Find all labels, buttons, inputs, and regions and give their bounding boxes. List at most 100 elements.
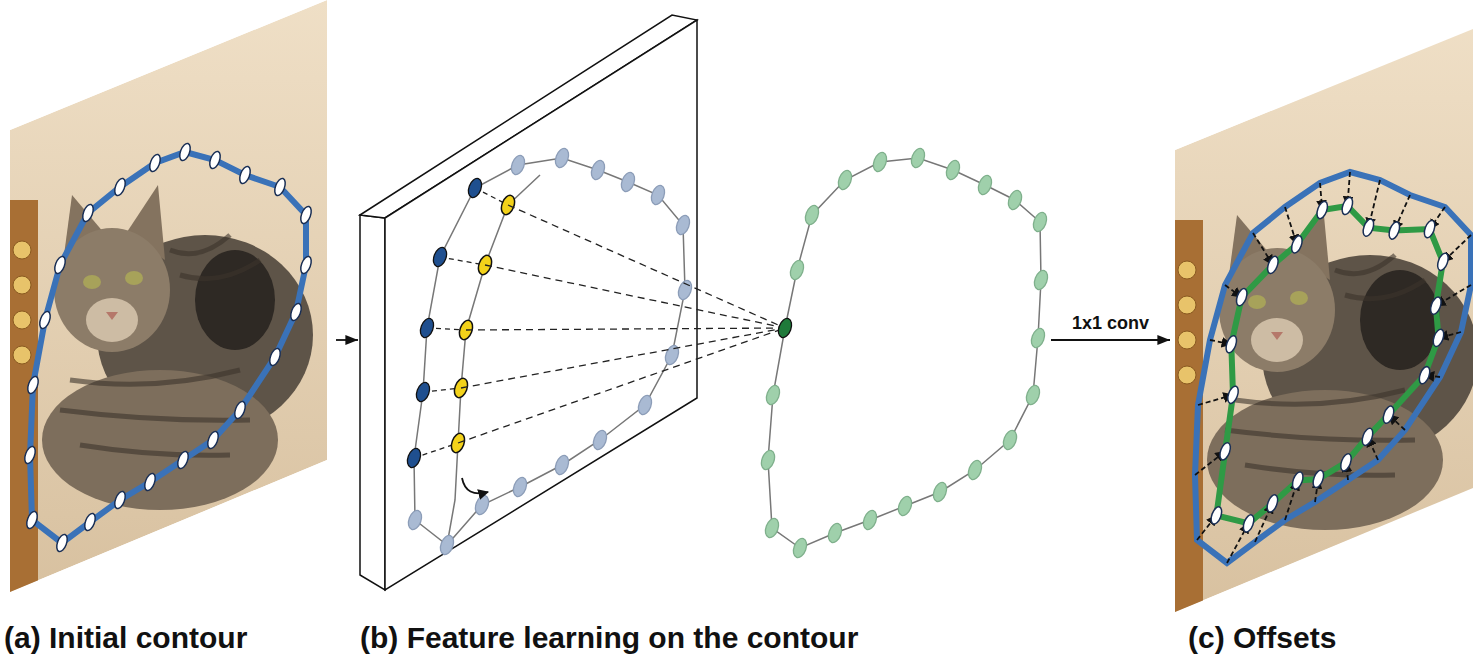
cat-legs <box>1207 390 1443 530</box>
panel-caption: (a) Initial contour <box>4 621 334 656</box>
contour-vertex <box>1290 471 1305 491</box>
cat-eye <box>1290 291 1308 305</box>
slide-arrow <box>462 478 488 493</box>
cat-stripe <box>70 370 240 384</box>
contour-point <box>663 344 681 367</box>
tuning-peg <box>13 311 31 329</box>
tuning-peg <box>1178 296 1196 314</box>
contour-point <box>466 177 484 200</box>
deformed-contour <box>1216 206 1443 523</box>
panel-caption: (c) Offsets <box>1188 621 1473 656</box>
feature-point <box>764 384 782 407</box>
contour-vertex <box>143 472 158 492</box>
contour-vertex <box>1417 365 1432 385</box>
kernel-line <box>508 205 785 328</box>
feature-point <box>826 522 844 545</box>
feature-point <box>944 159 962 182</box>
feature-map <box>360 15 697 590</box>
contour-vertex <box>1360 427 1375 447</box>
feature-point <box>1006 189 1024 212</box>
contour-point <box>553 454 571 477</box>
feature-point <box>909 147 927 170</box>
contour-vertex <box>1422 219 1437 239</box>
contour-vertex <box>1431 328 1446 348</box>
contour-vertex <box>1209 505 1224 525</box>
contour-vertex <box>1234 287 1249 307</box>
cat-shadow <box>1360 270 1440 370</box>
feature-point <box>966 459 984 482</box>
contour-point <box>591 429 609 452</box>
contour-vertex <box>38 310 53 330</box>
feature-point <box>788 259 806 282</box>
contour-vertex <box>1266 255 1281 275</box>
contour-point <box>509 154 527 177</box>
feature-point <box>1032 269 1050 292</box>
contour-vertex <box>1311 469 1326 489</box>
cat-stripe <box>1225 430 1415 440</box>
cat-stripe <box>1335 255 1395 274</box>
contour-vertex <box>206 430 221 450</box>
contour-vertex <box>113 490 128 510</box>
contour-point <box>676 279 694 302</box>
contour-point <box>636 394 654 417</box>
cat-stripe <box>180 260 260 279</box>
feature-point <box>1001 429 1019 452</box>
initial-contour <box>30 152 306 543</box>
panel-a-photo <box>0 0 327 600</box>
kernel-line <box>461 328 785 388</box>
contour-vertex <box>299 255 314 275</box>
feature-point <box>776 317 794 340</box>
contour-vertex <box>81 203 96 223</box>
photo-background <box>1175 20 1473 612</box>
edge-label: 1x1 conv <box>1069 313 1152 334</box>
cat-muzzle <box>86 298 138 342</box>
tuning-peg <box>13 346 31 364</box>
cat-stripe <box>1345 280 1425 299</box>
panel-c-photo <box>1165 20 1473 620</box>
contour-vertex <box>273 177 288 197</box>
feature-point <box>1024 384 1042 407</box>
tuning-peg <box>1178 331 1196 349</box>
contour-vertex <box>1241 513 1256 533</box>
contour-vertex <box>208 150 223 170</box>
tuning-peg <box>13 276 31 294</box>
contour-point <box>619 171 637 194</box>
contour-point <box>406 509 424 532</box>
contour-vertex <box>178 142 193 162</box>
cat-stripe <box>60 410 250 420</box>
contour-vertex <box>1436 252 1451 272</box>
initial-contour <box>1195 172 1471 563</box>
contour-vertex <box>289 302 304 322</box>
contour-vertex <box>148 153 163 173</box>
feature-point <box>759 449 777 472</box>
contour-point <box>418 317 436 340</box>
feature-point <box>1031 211 1049 234</box>
contour-vertex <box>1265 493 1280 513</box>
tuning-peg <box>1178 366 1196 384</box>
cat-stripe <box>170 235 230 254</box>
contour-vertex <box>1339 452 1354 472</box>
contour-point <box>589 159 607 182</box>
cat-eye <box>83 275 101 289</box>
contour-vertex <box>1429 296 1444 316</box>
cat-nose <box>106 312 118 320</box>
feature-point <box>976 174 994 197</box>
kernel-line <box>458 328 785 443</box>
pair-line <box>440 257 485 265</box>
kernel-line <box>466 328 785 330</box>
contour-point <box>674 214 692 237</box>
panel: (b) Feature learning on the contour <box>360 0 1049 665</box>
contour-vertex <box>1387 221 1402 241</box>
tuning-peg <box>1178 261 1196 279</box>
contour-vertex <box>299 205 314 225</box>
contour-vertex <box>1381 405 1396 425</box>
contour-vertex <box>1340 196 1355 216</box>
photo-background <box>10 0 327 592</box>
contour-vertex <box>1218 441 1233 461</box>
feature-point <box>803 204 821 227</box>
sampled-contour <box>414 158 685 545</box>
tuning-peg <box>13 241 31 259</box>
contour-vertex <box>238 165 253 185</box>
cat-nose <box>1271 332 1283 340</box>
